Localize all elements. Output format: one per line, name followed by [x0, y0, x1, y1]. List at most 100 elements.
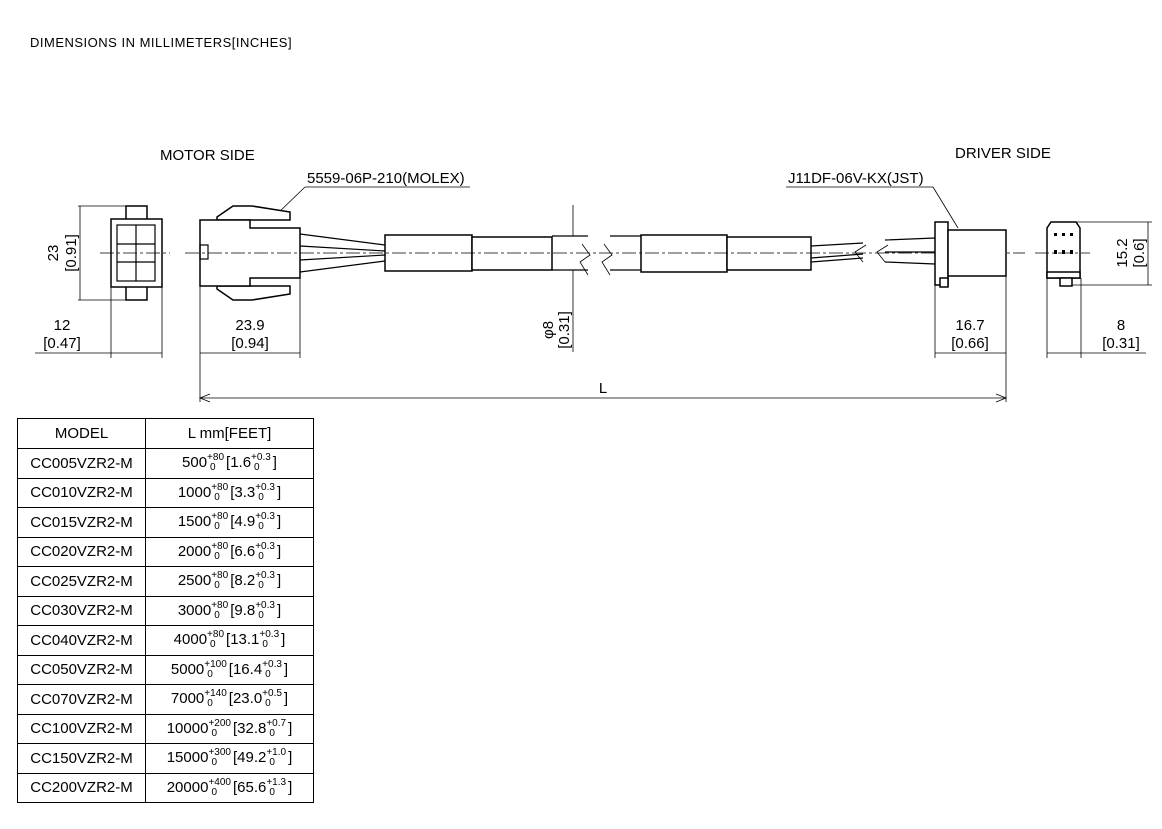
bracket-open: [ [232, 778, 238, 796]
model-cell: CC020VZR2-M [17, 536, 146, 567]
cable-diameter-mm: φ8 [540, 321, 557, 339]
bracket-close: ] [276, 542, 282, 560]
length-ft: 65.6 [237, 778, 267, 796]
ft-tol-upper: +0.3 [255, 570, 275, 582]
mm-tol-lower: 0 [211, 757, 217, 769]
mm-tol-upper: +80 [207, 452, 225, 464]
motor-length-in: [0.94] [231, 335, 269, 352]
ft-tol-upper: +0.5 [262, 688, 282, 700]
motor-connector-label: 5559-06P-210(MOLEX) [307, 170, 465, 187]
mm-tol-lower: 0 [207, 668, 213, 680]
model-cell: CC010VZR2-M [17, 477, 146, 508]
mm-tol-upper: +80 [211, 599, 229, 611]
bracket-open: [ [230, 483, 235, 501]
ft-tol-lower: 0 [262, 639, 268, 651]
cable [384, 234, 936, 276]
length-ft: 8.2 [234, 572, 256, 590]
bracket-close: ] [272, 454, 277, 472]
length-ft: 6.6 [234, 542, 256, 560]
ft-tol-lower: 0 [269, 727, 275, 739]
model-cell: CC005VZR2-M [17, 448, 146, 479]
ft-tol-lower: 0 [269, 786, 275, 798]
motor-height-mm: 23 [45, 245, 62, 262]
driver-connector-label: J11DF-06V-KX(JST) [788, 170, 924, 187]
bracket-open: [ [232, 749, 238, 767]
length-mm: 2500 [177, 572, 212, 590]
ft-tol-lower: 0 [258, 550, 264, 562]
bracket-open: [ [228, 690, 233, 708]
bracket-open: [ [228, 660, 233, 678]
length-mm: 1000 [177, 483, 212, 501]
driver-length-in: [0.66] [951, 335, 989, 352]
total-length-label: L [599, 380, 607, 397]
bracket-close: ] [283, 690, 289, 708]
motor-length-mm: 23.9 [235, 317, 264, 334]
ft-tol-lower: 0 [254, 462, 260, 474]
bracket-open: [ [226, 454, 231, 472]
ft-tol-lower: 0 [258, 609, 264, 621]
ft-tol-upper: +0.3 [255, 511, 275, 523]
length-ft: 32.8 [237, 719, 267, 737]
length-ft: 13.1 [230, 631, 260, 649]
bracket-open: [ [230, 542, 235, 560]
model-cell: CC070VZR2-M [17, 684, 146, 715]
ft-tol-upper: +0.3 [255, 481, 275, 493]
ft-tol-upper: +0.3 [251, 452, 271, 464]
length-mm: 500 [182, 454, 208, 472]
model-cell: CC100VZR2-M [17, 713, 146, 744]
bracket-close: ] [276, 601, 282, 619]
ft-tol-upper: +1.3 [266, 776, 287, 788]
ft-tol-upper: +1.0 [266, 747, 287, 759]
ft-tol-lower: 0 [258, 521, 264, 533]
ft-tol-lower: 0 [265, 668, 271, 680]
driver-height-mm: 15.2 [1114, 238, 1131, 267]
drawing-title: DIMENSIONS IN MILLIMETERS[INCHES] [30, 35, 293, 50]
cable-diameter-in: [0.31] [556, 311, 573, 349]
length-mm: 15000 [166, 749, 209, 767]
driver-side-label: DRIVER SIDE [955, 145, 1051, 162]
ft-tol-upper: +0.3 [262, 658, 282, 670]
mm-tol-upper: +80 [207, 629, 225, 641]
ft-tol-lower: 0 [258, 580, 264, 592]
motor-connector-front-view [100, 205, 170, 301]
mm-tol-upper: +300 [208, 747, 231, 759]
mm-tol-lower: 0 [214, 609, 220, 621]
length-ft: 4.9 [234, 513, 256, 531]
length-ft: 23.0 [232, 690, 263, 708]
mm-tol-upper: +100 [204, 658, 227, 670]
length-ft: 9.8 [234, 601, 256, 619]
bracket-open: [ [230, 572, 235, 590]
driver-length-mm: 16.7 [955, 317, 984, 334]
length-ft: 3.3 [234, 483, 256, 501]
ft-tol-upper: +0.3 [259, 629, 280, 641]
motor-width-in: [0.47] [43, 335, 81, 352]
model-cell: CC050VZR2-M [17, 654, 146, 685]
length-mm: 7000 [170, 690, 205, 708]
bracket-open: [ [230, 601, 235, 619]
mm-tol-lower: 0 [214, 580, 220, 592]
length-mm: 2000 [177, 542, 212, 560]
bracket-close: ] [288, 749, 293, 767]
